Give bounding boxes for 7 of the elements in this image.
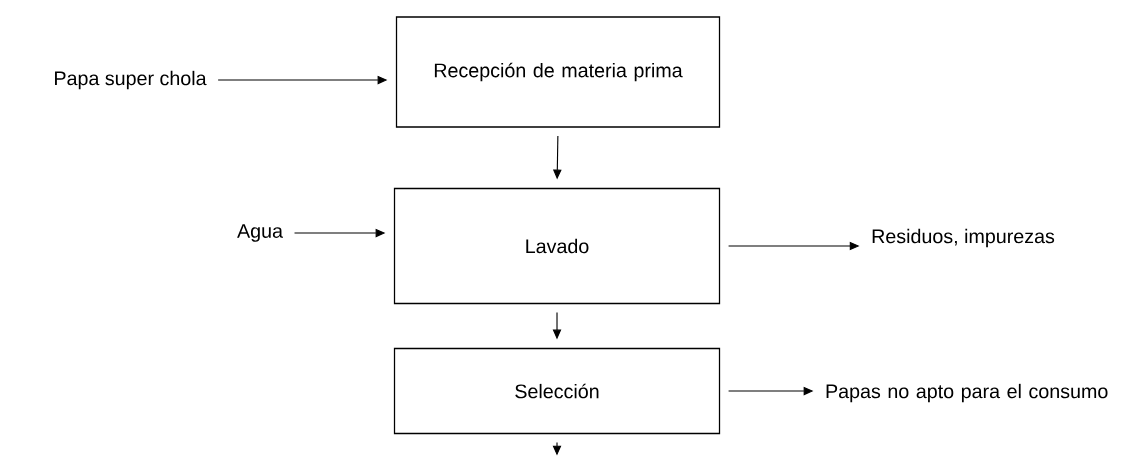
flow-label: Papa super chola [55,70,207,90]
process-box: Selección [393,347,721,435]
process-box: Lavado [393,187,721,305]
process-box: Recepción de materia prima [395,16,721,128]
flow-label: Agua [237,224,283,242]
flow-label: Residuos, impurezas [872,228,1055,248]
flow-label: Papas no apto para el consumo [826,383,1108,403]
